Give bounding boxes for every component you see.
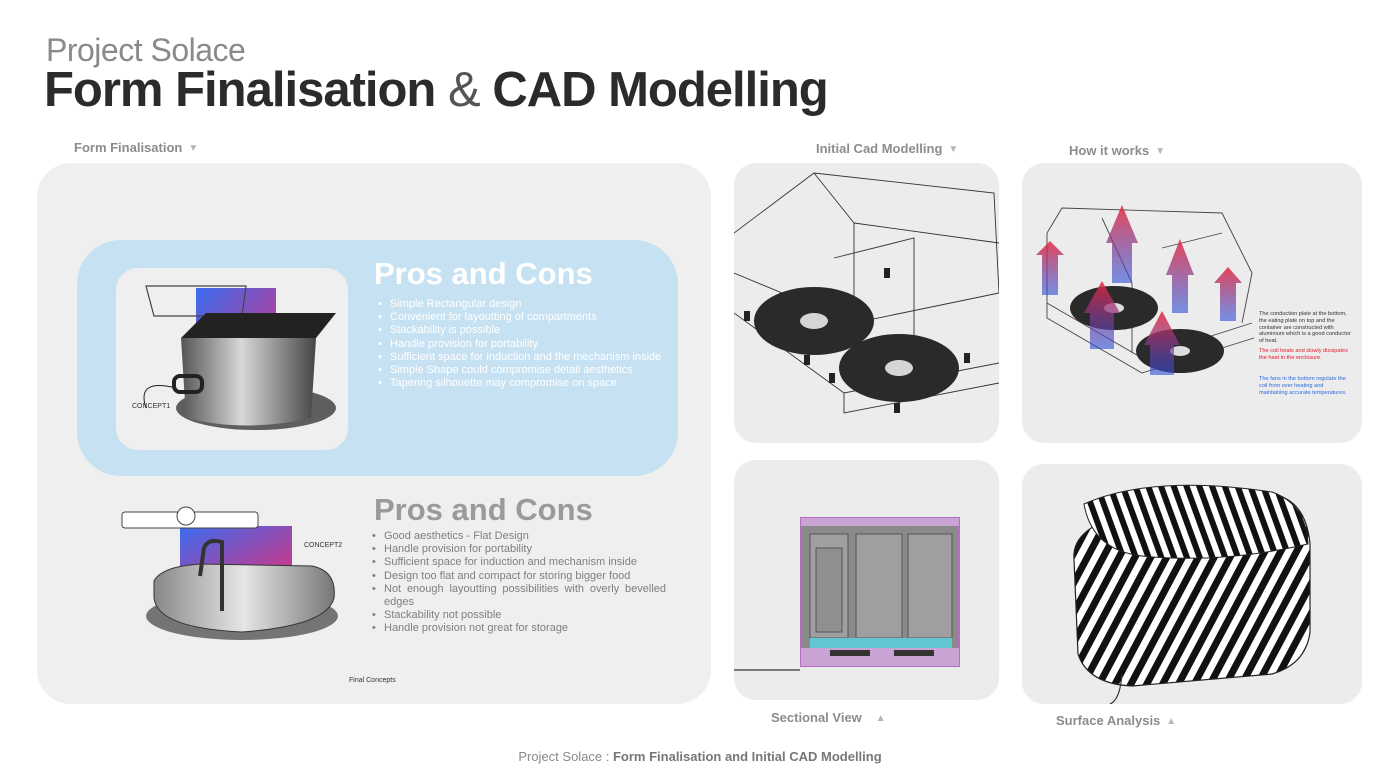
final-concepts-caption: Final Concepts (349, 677, 396, 684)
concept2-sketch: CONCEPT2 (112, 486, 352, 666)
list-item: Simple Shape could compromise detail aes… (376, 364, 676, 377)
triangle-up-icon: ▲ (1166, 716, 1177, 727)
list-item: Simple Rectangular design (376, 298, 676, 311)
list-item: Handle provision for portability (376, 338, 676, 351)
how-it-works-card: The conduction plate at the bottom, the … (1022, 163, 1362, 443)
triangle-down-icon: ▼ (188, 143, 199, 154)
list-item: Sufficient space for induction and mecha… (370, 556, 666, 569)
initial-cad-card (734, 163, 999, 443)
list-item: Stackability not possible (370, 609, 666, 622)
list-item: Not enough layoutting possibilities with… (370, 583, 666, 609)
list-item: Handle provision for portability (370, 543, 666, 556)
list-item: Good aesthetics - Flat Design (370, 530, 666, 543)
list-item: Sufficient space for induction and the m… (376, 351, 676, 364)
title-part-2: CAD Modelling (492, 63, 828, 117)
list-item: Design too flat and compact for storing … (370, 570, 666, 583)
project-name: Project Solace (46, 32, 246, 68)
footer-caption: Project Solace : Form Finalisation and I… (518, 749, 882, 764)
note-conduction: The conduction plate at the bottom, the … (1259, 311, 1351, 345)
concept1-title: Pros and Cons (374, 256, 593, 291)
page-title: Form Finalisation & CAD Modelling (44, 62, 829, 118)
triangle-down-icon: ▼ (1155, 146, 1166, 157)
list-item: Tapering silhouette may compromise on sp… (376, 377, 676, 390)
triangle-up-icon: ▲ (875, 713, 886, 724)
surface-analysis-card (1022, 464, 1362, 704)
triangle-down-icon: ▼ (948, 144, 959, 155)
sectional-view-card (734, 460, 999, 700)
concept2-title: Pros and Cons (374, 492, 593, 527)
title-ampersand: & (448, 63, 481, 117)
how-it-works-label: How it works▼ (1069, 143, 1166, 158)
concept1-sketch: CONCEPT1 (116, 268, 348, 450)
list-item: Stackability is possible (376, 324, 676, 337)
note-fans: The fans in the bottom regulate the coil… (1259, 376, 1347, 396)
concept2-sketch-label: CONCEPT2 (304, 542, 343, 549)
list-item: Handle provision not great for storage (370, 622, 666, 635)
initial-cad-label: Initial Cad Modelling▼ (816, 141, 959, 156)
form-finalisation-label: Form Finalisation▼ (74, 140, 199, 155)
concept1-sketch-label: CONCEPT1 (132, 403, 171, 410)
sectional-view-label: Sectional View▲ (771, 710, 886, 725)
concept2-points: Good aesthetics - Flat Design Handle pro… (370, 530, 666, 636)
surface-analysis-label: Surface Analysis▲ (1056, 713, 1177, 728)
title-part-1: Form Finalisation (44, 63, 436, 117)
list-item: Convenient for layoutting of compartment… (376, 311, 676, 324)
concept1-points: Simple Rectangular design Convenient for… (376, 298, 676, 391)
note-coil: The coil heats and slowly dissipates the… (1259, 348, 1348, 361)
